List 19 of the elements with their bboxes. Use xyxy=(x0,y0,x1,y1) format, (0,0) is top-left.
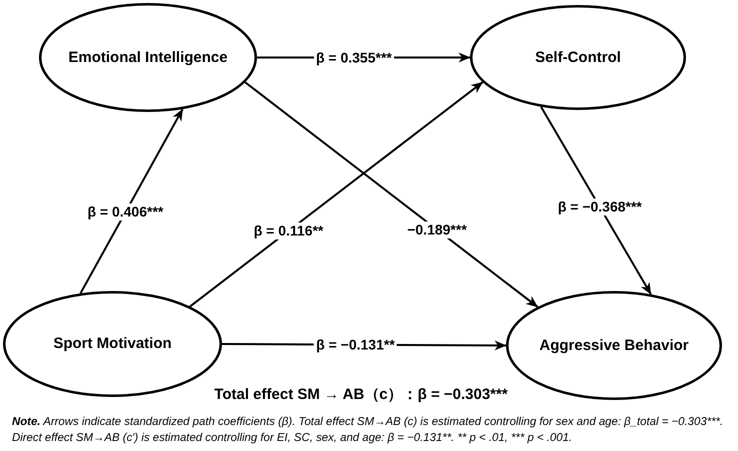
ellipse-node xyxy=(39,3,257,112)
edge-label: β = −0.368*** xyxy=(556,198,644,216)
total-effect-label: Total effect SM → AB（c）：β = −0.303*** xyxy=(214,386,508,404)
edge-label: −0.189*** xyxy=(405,221,469,238)
node-label: Aggressive Behavior xyxy=(538,336,690,354)
edge-label: β = −0.131** xyxy=(314,336,397,354)
arrow xyxy=(189,81,484,308)
node-label: Emotional Intelligence xyxy=(67,48,229,66)
arrow xyxy=(80,108,184,294)
node-label: Sport Motivation xyxy=(52,335,173,353)
edge-label: β = 0.406*** xyxy=(85,204,166,221)
arrow xyxy=(540,106,652,295)
edge-label: β = 0.355*** xyxy=(314,49,394,66)
note-text: Note. Arrows indicate standardized path coefficients (β). Total effect SM→AB (c) is estimated controlling for sex and age: β_total = −0.303***. Direct effect SM→AB (c′) is estimated controlling for EI, SC, sex, and age: β = −0.131**. ** p < .01, *** p < .001. xyxy=(12,415,724,446)
ellipse-node xyxy=(506,291,722,400)
node-label: Self-Control xyxy=(534,48,622,66)
edge-label: β = 0.116** xyxy=(252,222,326,240)
arrow xyxy=(244,81,538,308)
ellipse-node xyxy=(470,5,686,110)
